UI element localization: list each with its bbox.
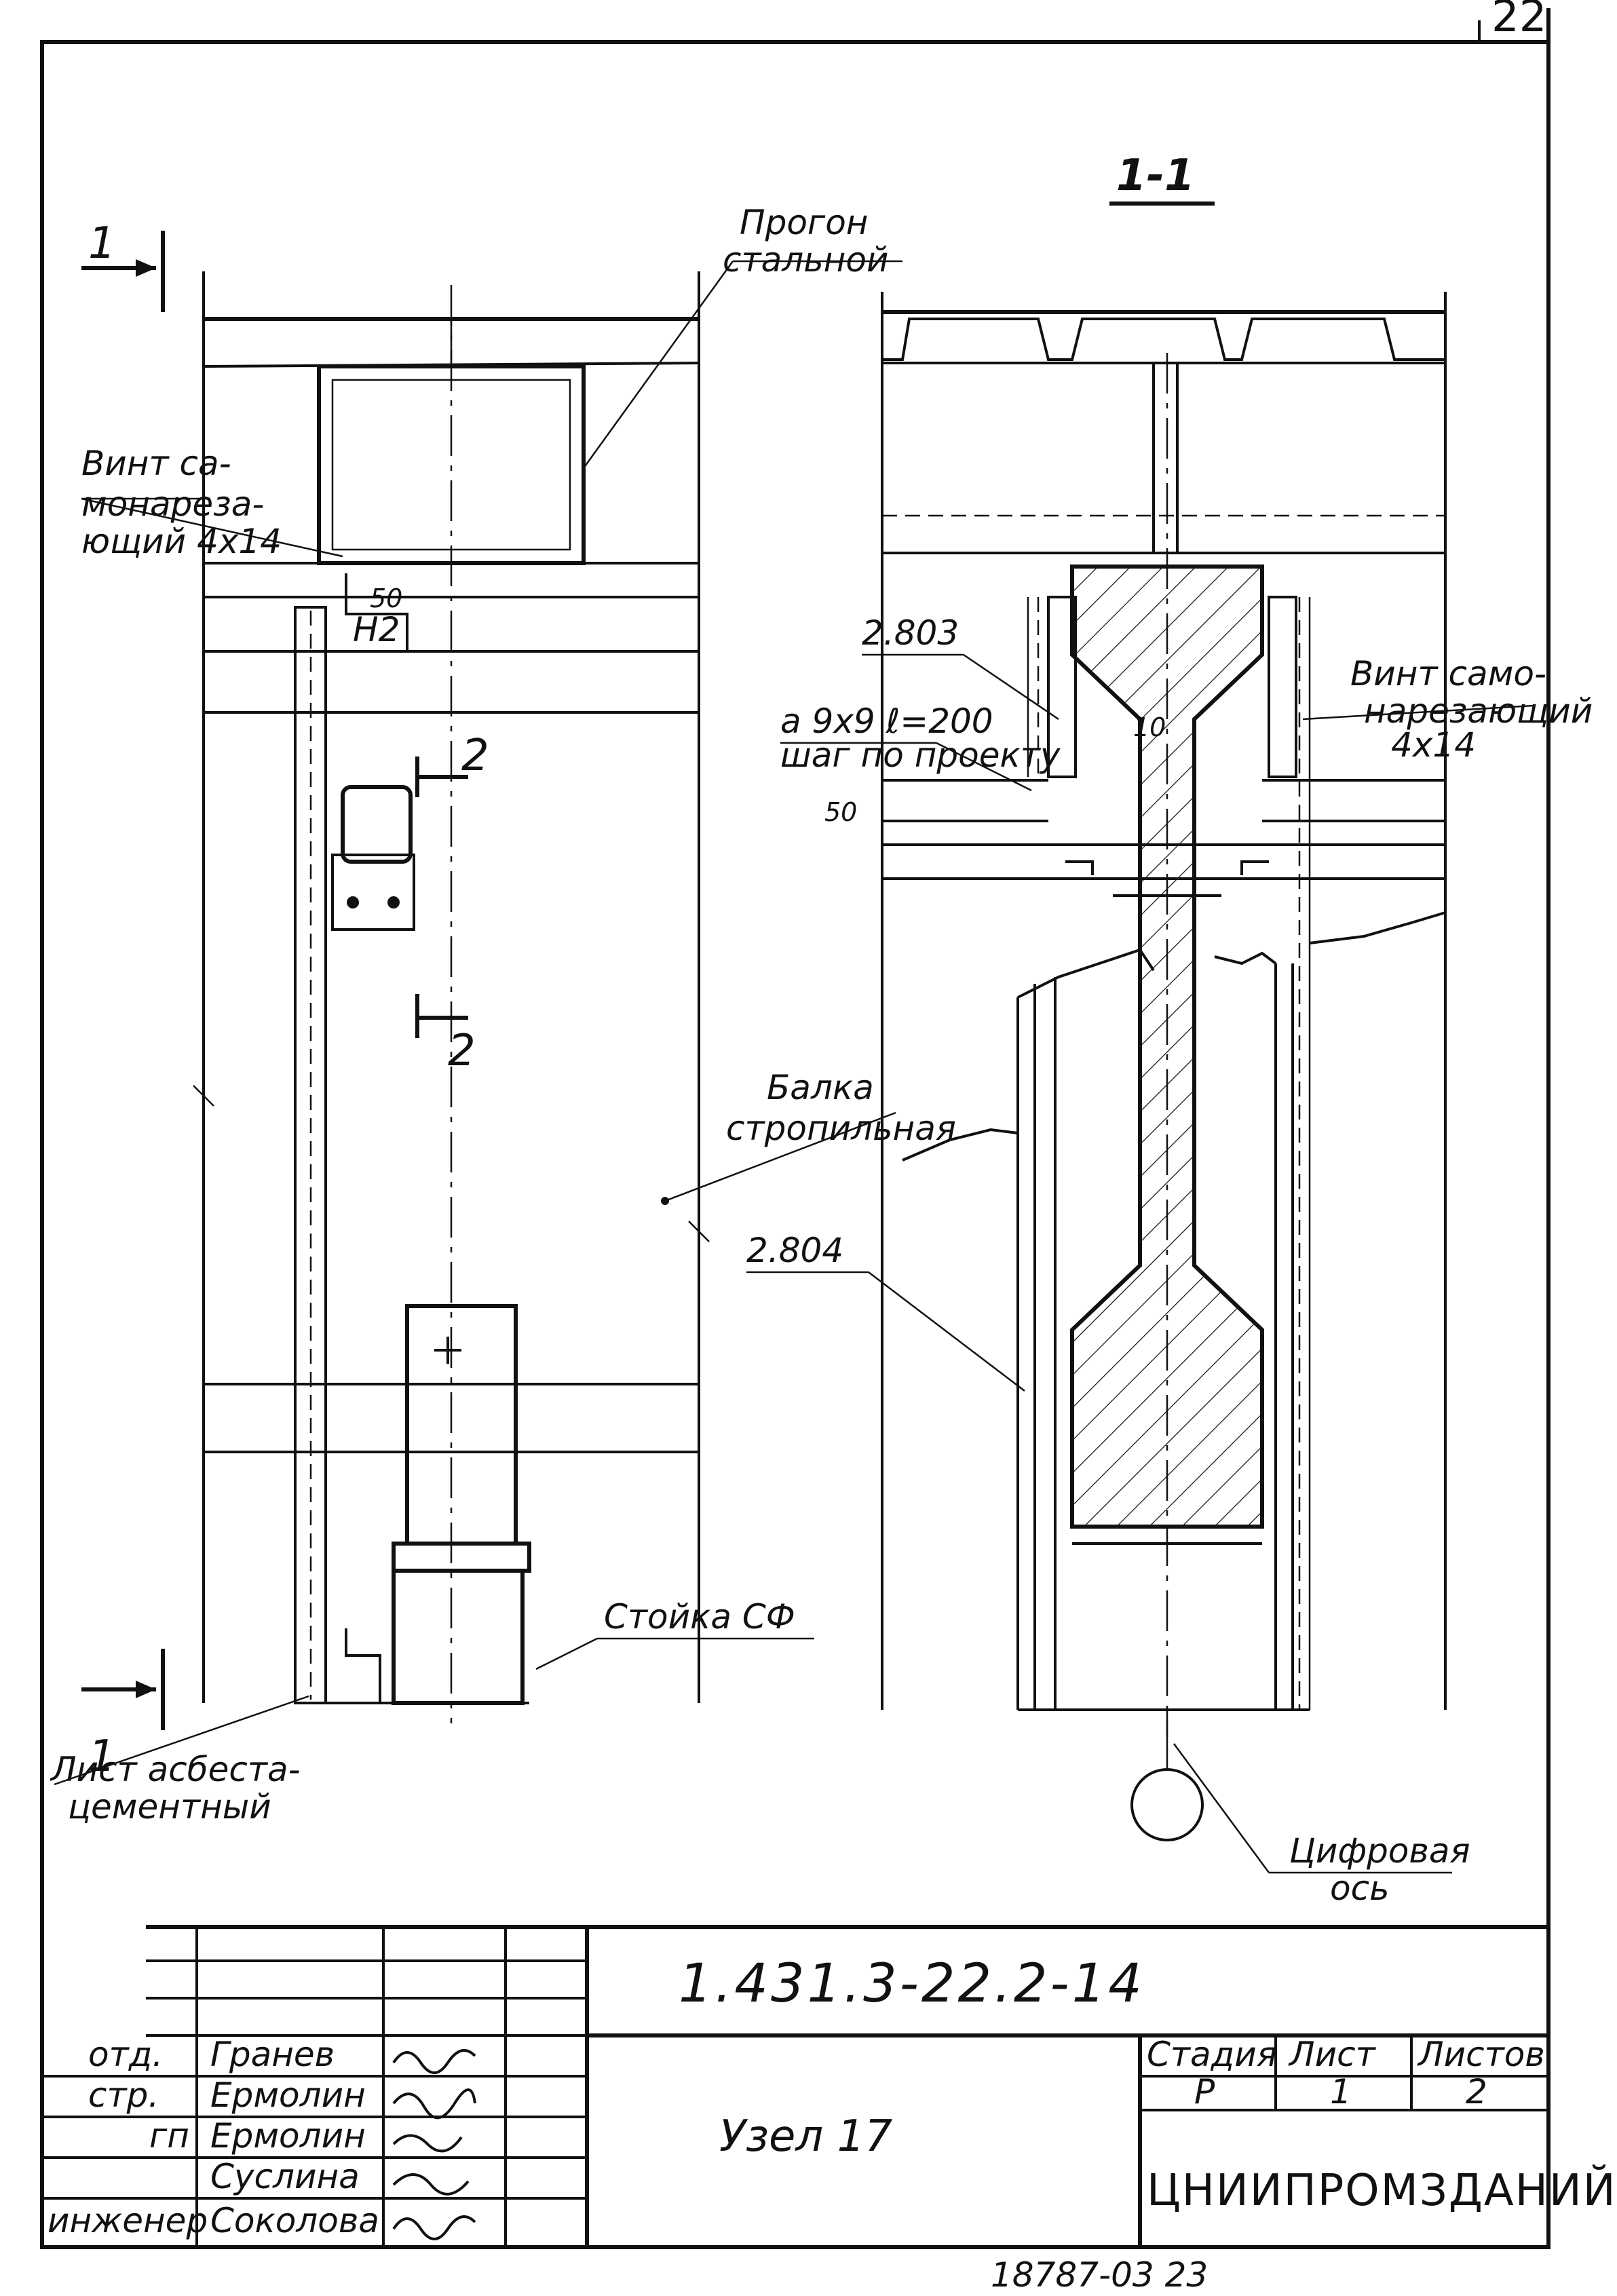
column-leader <box>535 1637 598 1670</box>
footer-number: 18787-03 23 <box>991 2255 1208 2295</box>
purlin-label-2: стальной <box>723 240 888 280</box>
sheet-label-1: Лист асбеста- <box>50 1750 301 1789</box>
screw-left-label-2: монарезa- <box>81 484 264 524</box>
screw-right-label-3: 4х14 <box>1391 725 1476 765</box>
signer-role: инженер <box>47 2201 208 2240</box>
signer-role: стр. <box>88 2075 159 2115</box>
beam-label-2: стропильная <box>726 1109 956 1148</box>
anchor-label-2: шаг по проекту <box>780 735 1061 775</box>
break-far-left <box>902 1128 1019 1162</box>
break-left <box>1017 948 1155 999</box>
left-view: 1 1 50 H2 <box>54 218 902 1786</box>
signer-list: отд. Гранев стр. Ермолин гп Ермолин Сусл… <box>47 2035 379 2240</box>
signature-1 <box>392 2049 476 2074</box>
beam-leader <box>664 1111 896 1202</box>
column-lower <box>392 1569 525 1705</box>
column-upper <box>405 1304 518 1546</box>
axis-label-2: ось <box>1330 1869 1390 1908</box>
dim-50: 50 <box>370 583 402 613</box>
signer-name: Ермолин <box>210 2075 366 2115</box>
signer-name: Гранев <box>210 2035 335 2074</box>
screw-left-label-3: ющий 4х14 <box>81 522 282 561</box>
sheet-frame <box>40 8 1551 2249</box>
clip-right <box>1240 860 1269 875</box>
break-mark-right <box>688 1221 710 1242</box>
anchor-leader <box>936 742 1032 792</box>
cut-arrowhead-bottom <box>136 1681 156 1698</box>
sheets-header: Листов <box>1417 2035 1545 2074</box>
sec-deck-profile <box>882 318 1445 361</box>
sheet-value: 1 <box>1330 2072 1352 2111</box>
weld-leader <box>345 573 408 651</box>
digital-axis-circle <box>1130 1768 1204 1841</box>
drawing-title: Узел 17 <box>719 2111 892 2162</box>
beam-label-1: Балка <box>767 1068 874 1107</box>
right-plate-upper <box>1268 596 1297 778</box>
purlin-label-1: Прогон <box>740 203 868 242</box>
screw-left-label-1: Винт са- <box>81 444 231 483</box>
signature-2 <box>392 2088 476 2120</box>
signer-name: Соколова <box>210 2201 379 2240</box>
screw-right-label-2: нарезающий <box>1364 691 1593 731</box>
cut-mark-top: 1 <box>88 218 116 269</box>
cut-arrowhead-top <box>136 259 156 277</box>
axis-leader <box>1173 1743 1270 1873</box>
break-center <box>1214 951 1277 965</box>
section-title: 1-1 <box>1116 151 1195 201</box>
ref-2804-leader <box>868 1271 1025 1392</box>
bracket-tube <box>341 785 413 864</box>
sheet-header: Лист <box>1288 2035 1377 2074</box>
asbestos-sheet <box>294 606 327 1704</box>
sheet-label-2: цементный <box>68 1787 271 1826</box>
document-code: 1.431.3-22.2-14 <box>679 1953 1145 2014</box>
organization: ЦНИИПРОМЗДАНИЙ <box>1147 2164 1617 2216</box>
dim-50b: 50 <box>824 797 857 827</box>
stage-header: Стадия <box>1147 2035 1277 2074</box>
dim-10: 10 <box>1133 712 1166 742</box>
bolt-1 <box>347 896 359 908</box>
break-right <box>1309 911 1446 944</box>
sheets-value: 2 <box>1466 2072 1487 2111</box>
section-view: 1-1 <box>746 151 1534 1874</box>
rafter-beam-section <box>1070 565 1264 1529</box>
column-label: Стойка СФ <box>604 1597 795 1637</box>
stage-value: Р <box>1194 2072 1215 2111</box>
sect2-top-label: 2 <box>461 731 489 781</box>
signer-name: Суслина <box>210 2157 360 2196</box>
left-plate-upper <box>1047 596 1077 778</box>
signer-role: гп <box>149 2116 189 2156</box>
purlin-leader <box>582 261 734 469</box>
page-number: 22 <box>1491 0 1546 42</box>
screw-left-leader <box>81 497 343 558</box>
title-block <box>42 1925 1548 2247</box>
frame-border <box>40 40 1551 2249</box>
anchor-label-1: а 9х9 ℓ=200 <box>780 702 993 741</box>
signer-role: отд. <box>88 2035 163 2074</box>
screw-right-label-1: Винт само- <box>1350 654 1546 693</box>
signer-name: Ермолин <box>210 2116 366 2156</box>
clip-left <box>1065 860 1094 875</box>
signature-3 <box>392 2134 463 2153</box>
bottom-angle <box>345 1628 381 1703</box>
signature-4 <box>392 2173 470 2196</box>
bracket-plate <box>331 854 415 931</box>
column-base-plate <box>392 1542 531 1573</box>
bolt-2 <box>387 896 400 908</box>
ref-2803: 2.803 <box>862 613 959 653</box>
sheet-leader <box>54 1695 309 1786</box>
weld-h2: H2 <box>353 610 400 649</box>
break-mark-left <box>193 1085 214 1107</box>
ref-2803-leader <box>963 653 1059 721</box>
signature-5 <box>392 2215 476 2240</box>
sect2-bottom-label: 2 <box>448 1026 476 1076</box>
axis-label-1: Цифровая <box>1289 1831 1470 1871</box>
beam-leader-dot <box>661 1197 669 1205</box>
screw-right-leader <box>1302 704 1534 721</box>
ref-2804: 2.804 <box>746 1231 843 1270</box>
cut-mark-bottom: 1 <box>88 1731 116 1782</box>
